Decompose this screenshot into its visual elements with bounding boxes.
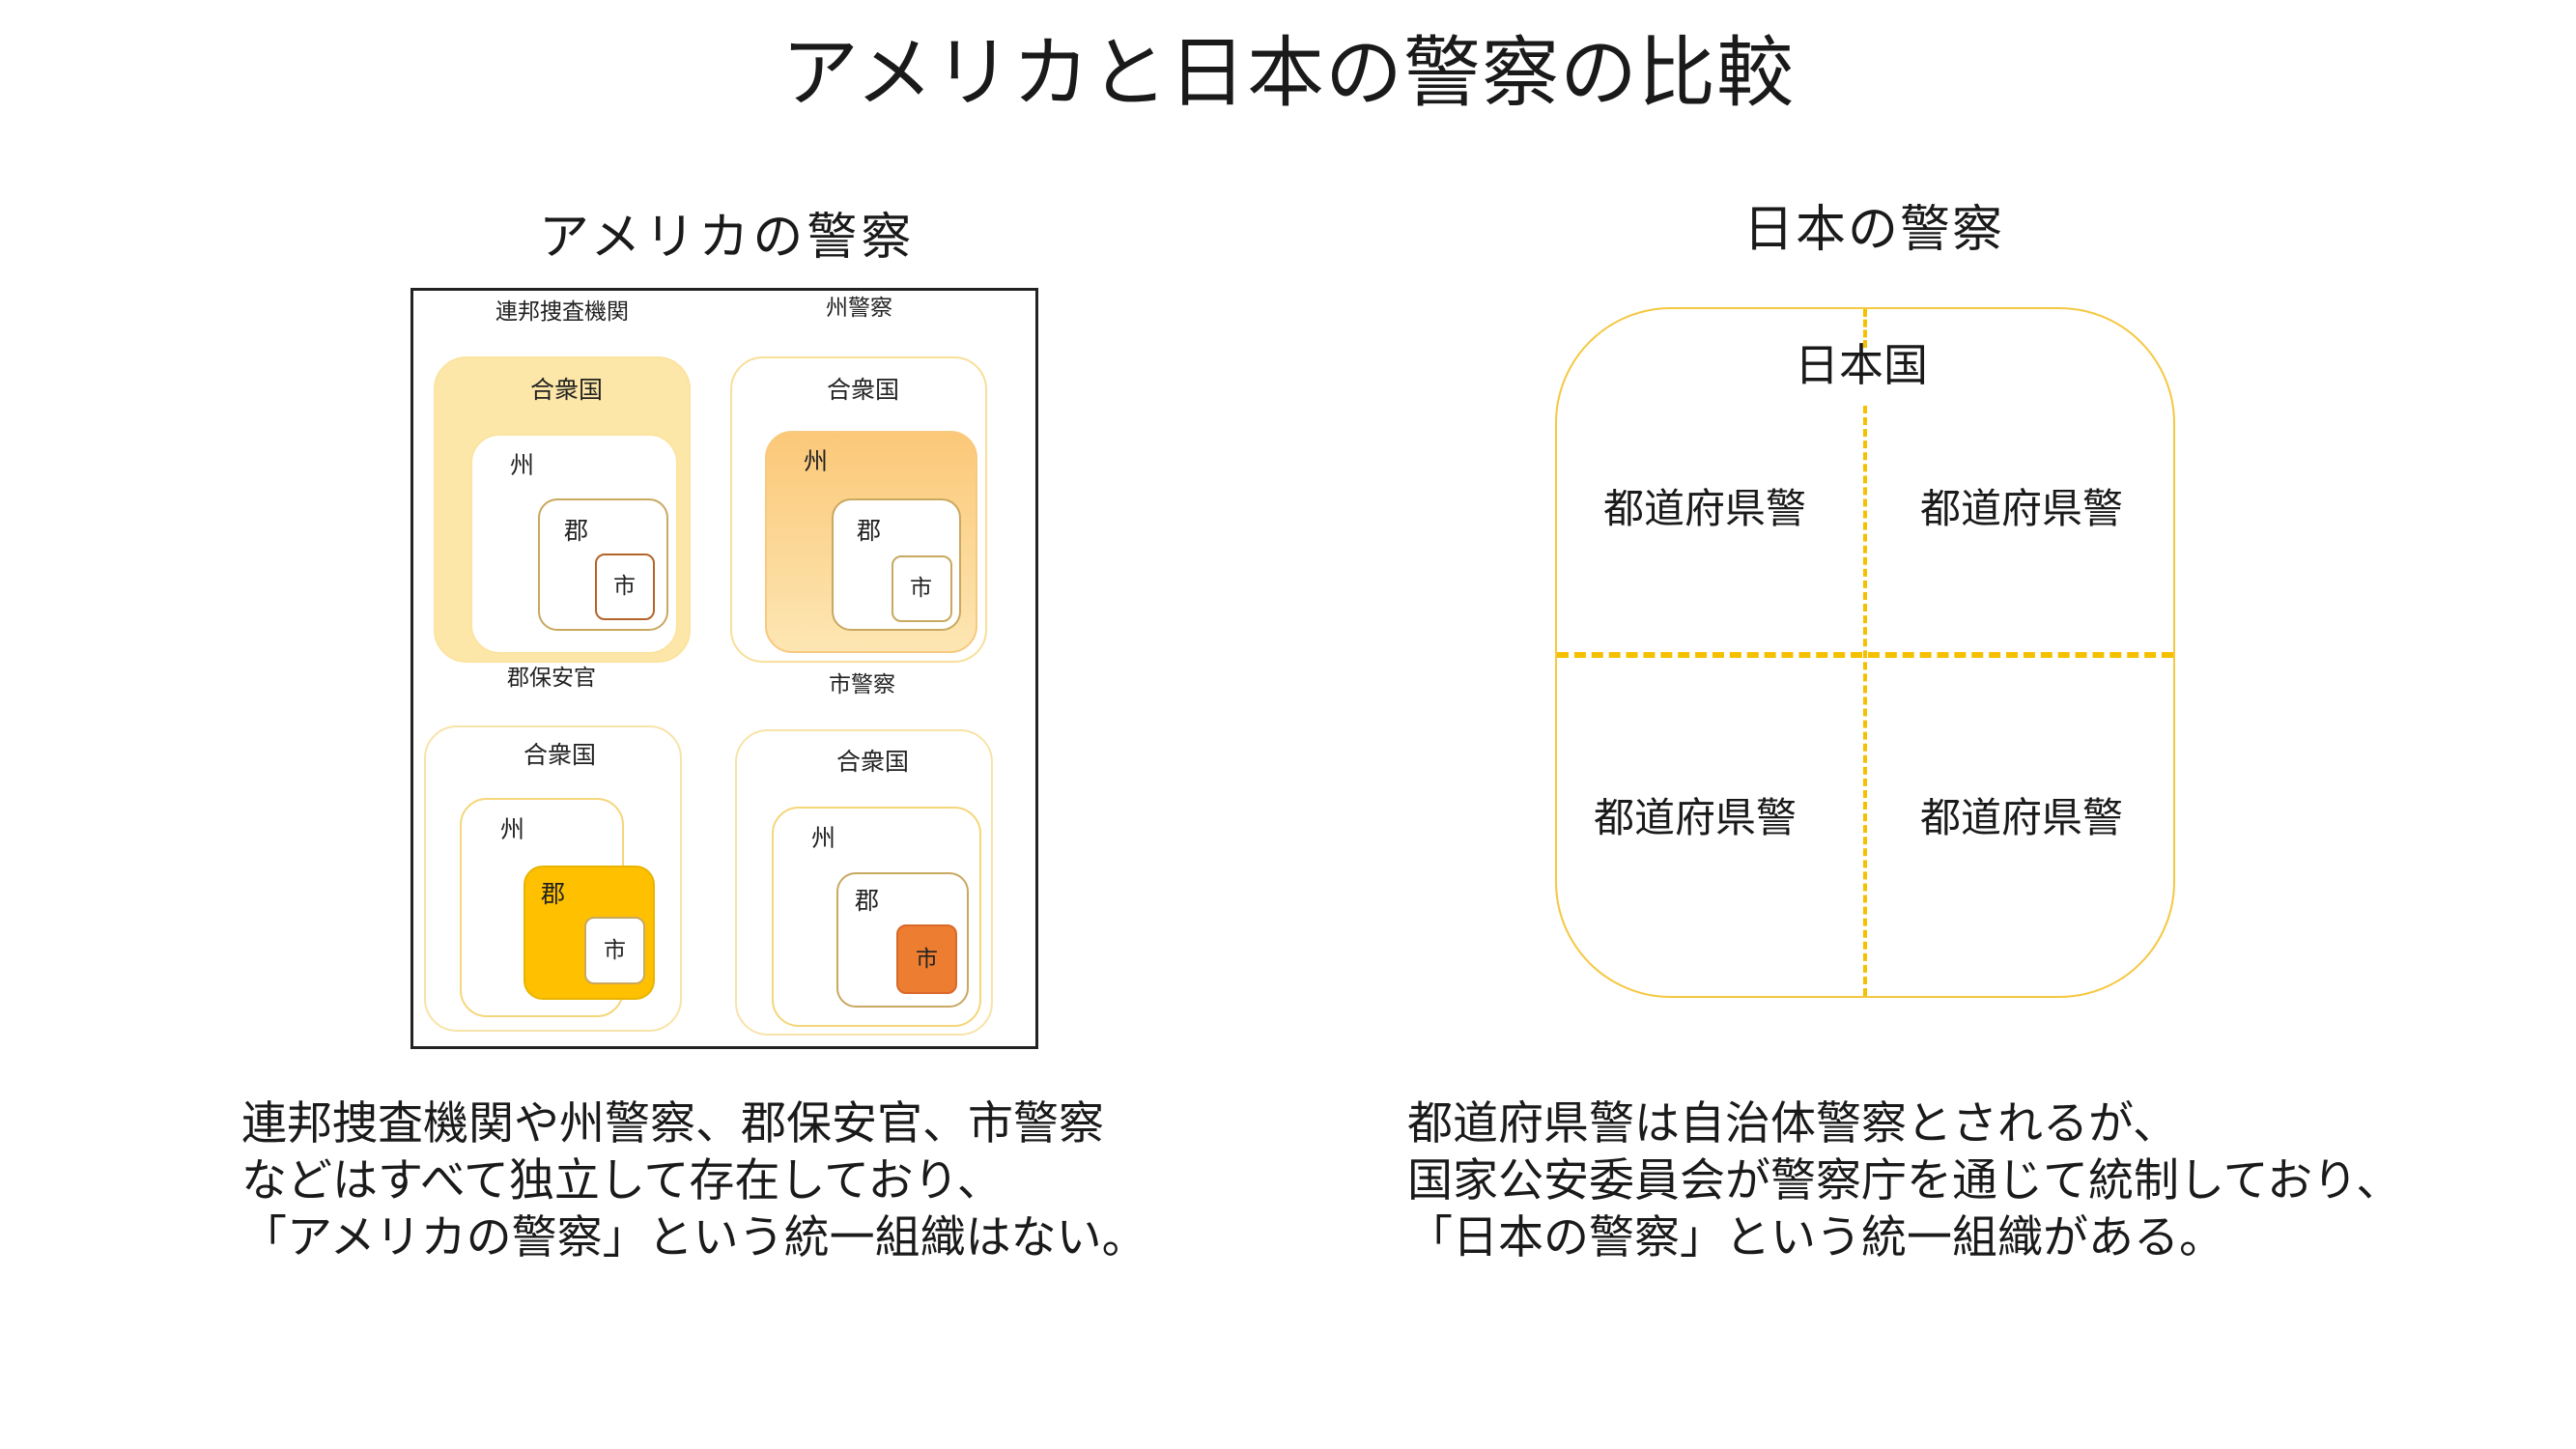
panel-federal-nation-label: 合衆国 xyxy=(530,376,604,404)
panel-city-state-label: 州 xyxy=(811,824,836,852)
japan-nation-label: 日本国 xyxy=(1795,339,1928,391)
japan-quadrant-bottom-right: 都道府県警 xyxy=(1920,794,2124,841)
panel-county-city-box xyxy=(584,917,645,984)
japan-subtitle: 日本の警察 xyxy=(1743,201,2005,259)
panel-state-county-label: 郡 xyxy=(857,517,882,545)
japan-diagram-box xyxy=(1555,307,2175,998)
panel-federal-city-box xyxy=(595,554,655,620)
japan-description-line-3: 「日本の警察」という統一組織がある。 xyxy=(1407,1211,2224,1264)
panel-city-county-label: 郡 xyxy=(855,887,880,915)
japan-quadrant-top-left: 都道府県警 xyxy=(1603,485,1807,532)
panel-county-label: 郡保安官 xyxy=(507,666,596,691)
panel-state-nation-label: 合衆国 xyxy=(827,376,900,404)
japan-quadrant-top-right: 都道府県警 xyxy=(1920,485,2124,532)
usa-diagram-frame xyxy=(410,288,1038,1049)
panel-federal-state-label: 州 xyxy=(510,451,535,479)
usa-description-line-3: 「アメリカの警察」という統一組織はない。 xyxy=(241,1211,1147,1264)
panel-county-nation-label: 合衆国 xyxy=(524,741,597,769)
usa-description-line-1: 連邦捜査機関や州警察、郡保安官、市警察 xyxy=(241,1097,1104,1151)
panel-city-city-label: 市 xyxy=(916,947,938,972)
japan-description-line-1: 都道府県警は自治体警察とされるが、 xyxy=(1407,1097,2179,1151)
usa-subtitle: アメリカの警察 xyxy=(539,209,916,267)
japan-divider-horizontal xyxy=(1557,652,2173,658)
panel-federal-county-label: 郡 xyxy=(564,517,589,545)
panel-state-state-label: 州 xyxy=(804,447,829,475)
page-title: アメリカと日本の警察の比較 xyxy=(781,28,1795,118)
japan-divider-vertical-top xyxy=(1863,309,1867,348)
panel-city-label: 市警察 xyxy=(829,672,895,697)
panel-county-county-label: 郡 xyxy=(541,880,566,908)
usa-description-line-2: などはすべて独立して存在しており、 xyxy=(241,1154,1003,1208)
panel-state-city-label: 市 xyxy=(910,576,932,601)
japan-divider-vertical xyxy=(1863,406,1867,996)
japan-quadrant-bottom-left: 都道府県警 xyxy=(1594,794,1798,841)
panel-city-nation-label: 合衆国 xyxy=(836,748,910,776)
panel-county-city-label: 市 xyxy=(604,938,626,963)
panel-federal-label: 連邦捜査機関 xyxy=(495,299,629,325)
japan-description-line-2: 国家公安委員会が警察庁を通じて統制しており、 xyxy=(1407,1154,2402,1208)
panel-federal-city-label: 市 xyxy=(613,574,636,599)
panel-state-city-box xyxy=(892,555,952,622)
panel-county-state-label: 州 xyxy=(500,815,525,843)
panel-state-label: 州警察 xyxy=(826,296,892,321)
panel-city-city-box xyxy=(896,924,957,994)
